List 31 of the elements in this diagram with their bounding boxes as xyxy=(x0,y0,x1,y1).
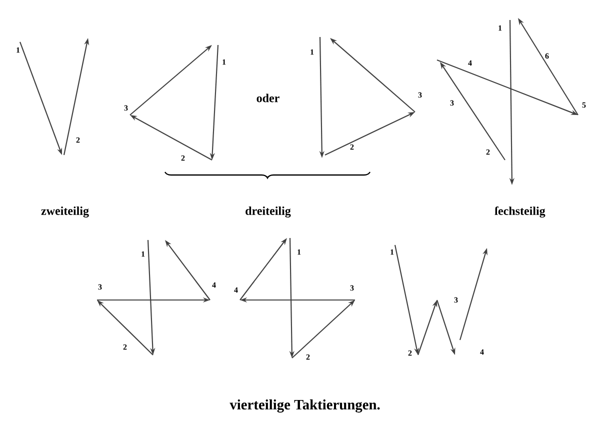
caption: vierteilige Taktierungen. xyxy=(230,399,380,413)
beat-number: 2 xyxy=(306,354,310,360)
beat-number: 6 xyxy=(545,53,549,59)
pattern-label: ſechsteilig xyxy=(494,206,546,218)
connecting-word: oder xyxy=(256,94,280,102)
beat-number: 5 xyxy=(582,102,586,108)
beat-number: 3 xyxy=(418,92,422,98)
beat-number: 1 xyxy=(16,47,20,53)
pattern-label: zweiteilig xyxy=(41,206,89,218)
beat-number: 1 xyxy=(142,251,145,257)
beat-number: 4 xyxy=(468,60,472,66)
pattern-label: dreiteilig xyxy=(246,206,291,218)
beat-number: 2 xyxy=(350,144,354,150)
beat-number: 1 xyxy=(498,25,502,31)
beat-number: 1 xyxy=(298,249,301,255)
beat-number: 3 xyxy=(350,285,354,291)
beat-number: 1 xyxy=(390,249,394,255)
beat-number: 2 xyxy=(76,137,80,143)
beat-number: 4 xyxy=(480,349,484,355)
beat-number: 4 xyxy=(212,282,216,288)
beat-number: 2 xyxy=(123,344,127,350)
beat-number: 1 xyxy=(310,49,314,55)
beat-number: 3 xyxy=(454,297,458,303)
beat-number: 3 xyxy=(450,100,454,106)
beat-number: 4 xyxy=(234,287,238,293)
beat-number: 2 xyxy=(181,155,185,161)
beat-number: 2 xyxy=(408,350,412,356)
beat-number: 3 xyxy=(124,105,128,111)
beat-number: 2 xyxy=(486,149,490,155)
beat-number: 3 xyxy=(98,284,102,290)
beat-number: 1 xyxy=(222,59,226,65)
